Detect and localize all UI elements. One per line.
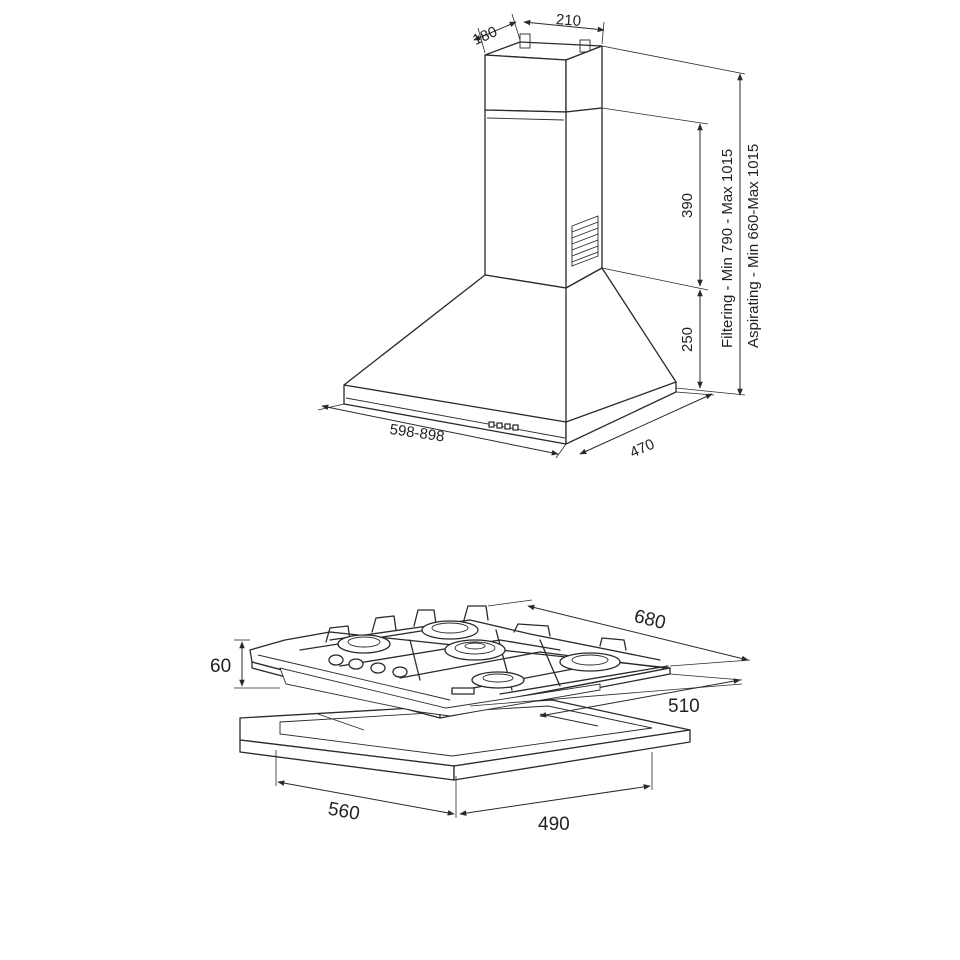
dim-upper-height: 390 (679, 193, 696, 218)
burner (337, 634, 391, 654)
hood-control-button[interactable] (496, 422, 503, 429)
cooker-hood: 180 210 390 250 Filtering - Min 790 - Ma… (317, 11, 762, 462)
burner (444, 639, 506, 661)
dim-hood-width: 598-898 (389, 421, 446, 445)
dim-cutout-depth: 490 (538, 814, 570, 835)
dim-hood-depth: 470 (627, 436, 657, 462)
dim-hob-height: 60 (210, 656, 231, 677)
hood-upper-duct (484, 33, 603, 113)
burner (471, 671, 525, 689)
hood-control-button[interactable] (504, 423, 511, 430)
dim-lower-height: 250 (679, 327, 696, 352)
dim-cutout-width: 560 (326, 799, 361, 825)
dim-filtering: Filtering - Min 790 - Max 1015 (719, 149, 736, 348)
hob-knob[interactable] (370, 662, 386, 674)
dim-hob-width: 510 (668, 696, 700, 717)
burner (421, 620, 479, 640)
hob-knob[interactable] (348, 658, 364, 670)
dim-aspirating: Aspirating - Min 660-Max 1015 (745, 144, 762, 348)
hob-dimensions (234, 599, 751, 818)
hood-canopy (343, 267, 677, 445)
hood-control-button[interactable] (512, 424, 519, 431)
gas-hob: 60 680 510 560 490 (210, 599, 751, 835)
dim-hob-length: 680 (632, 606, 668, 634)
hob-knob[interactable] (392, 666, 408, 678)
dim-duct-width: 210 (555, 11, 581, 30)
vent-grille (571, 215, 599, 267)
hood-dimensions (317, 13, 746, 459)
hob-ignition-button[interactable] (451, 687, 475, 695)
hood-control-button[interactable] (488, 421, 495, 428)
hood-lower-duct (484, 107, 603, 289)
hob-knobs (328, 654, 475, 695)
burner (559, 652, 621, 672)
hob-knob[interactable] (328, 654, 344, 666)
dim-duct-depth: 180 (470, 23, 500, 49)
